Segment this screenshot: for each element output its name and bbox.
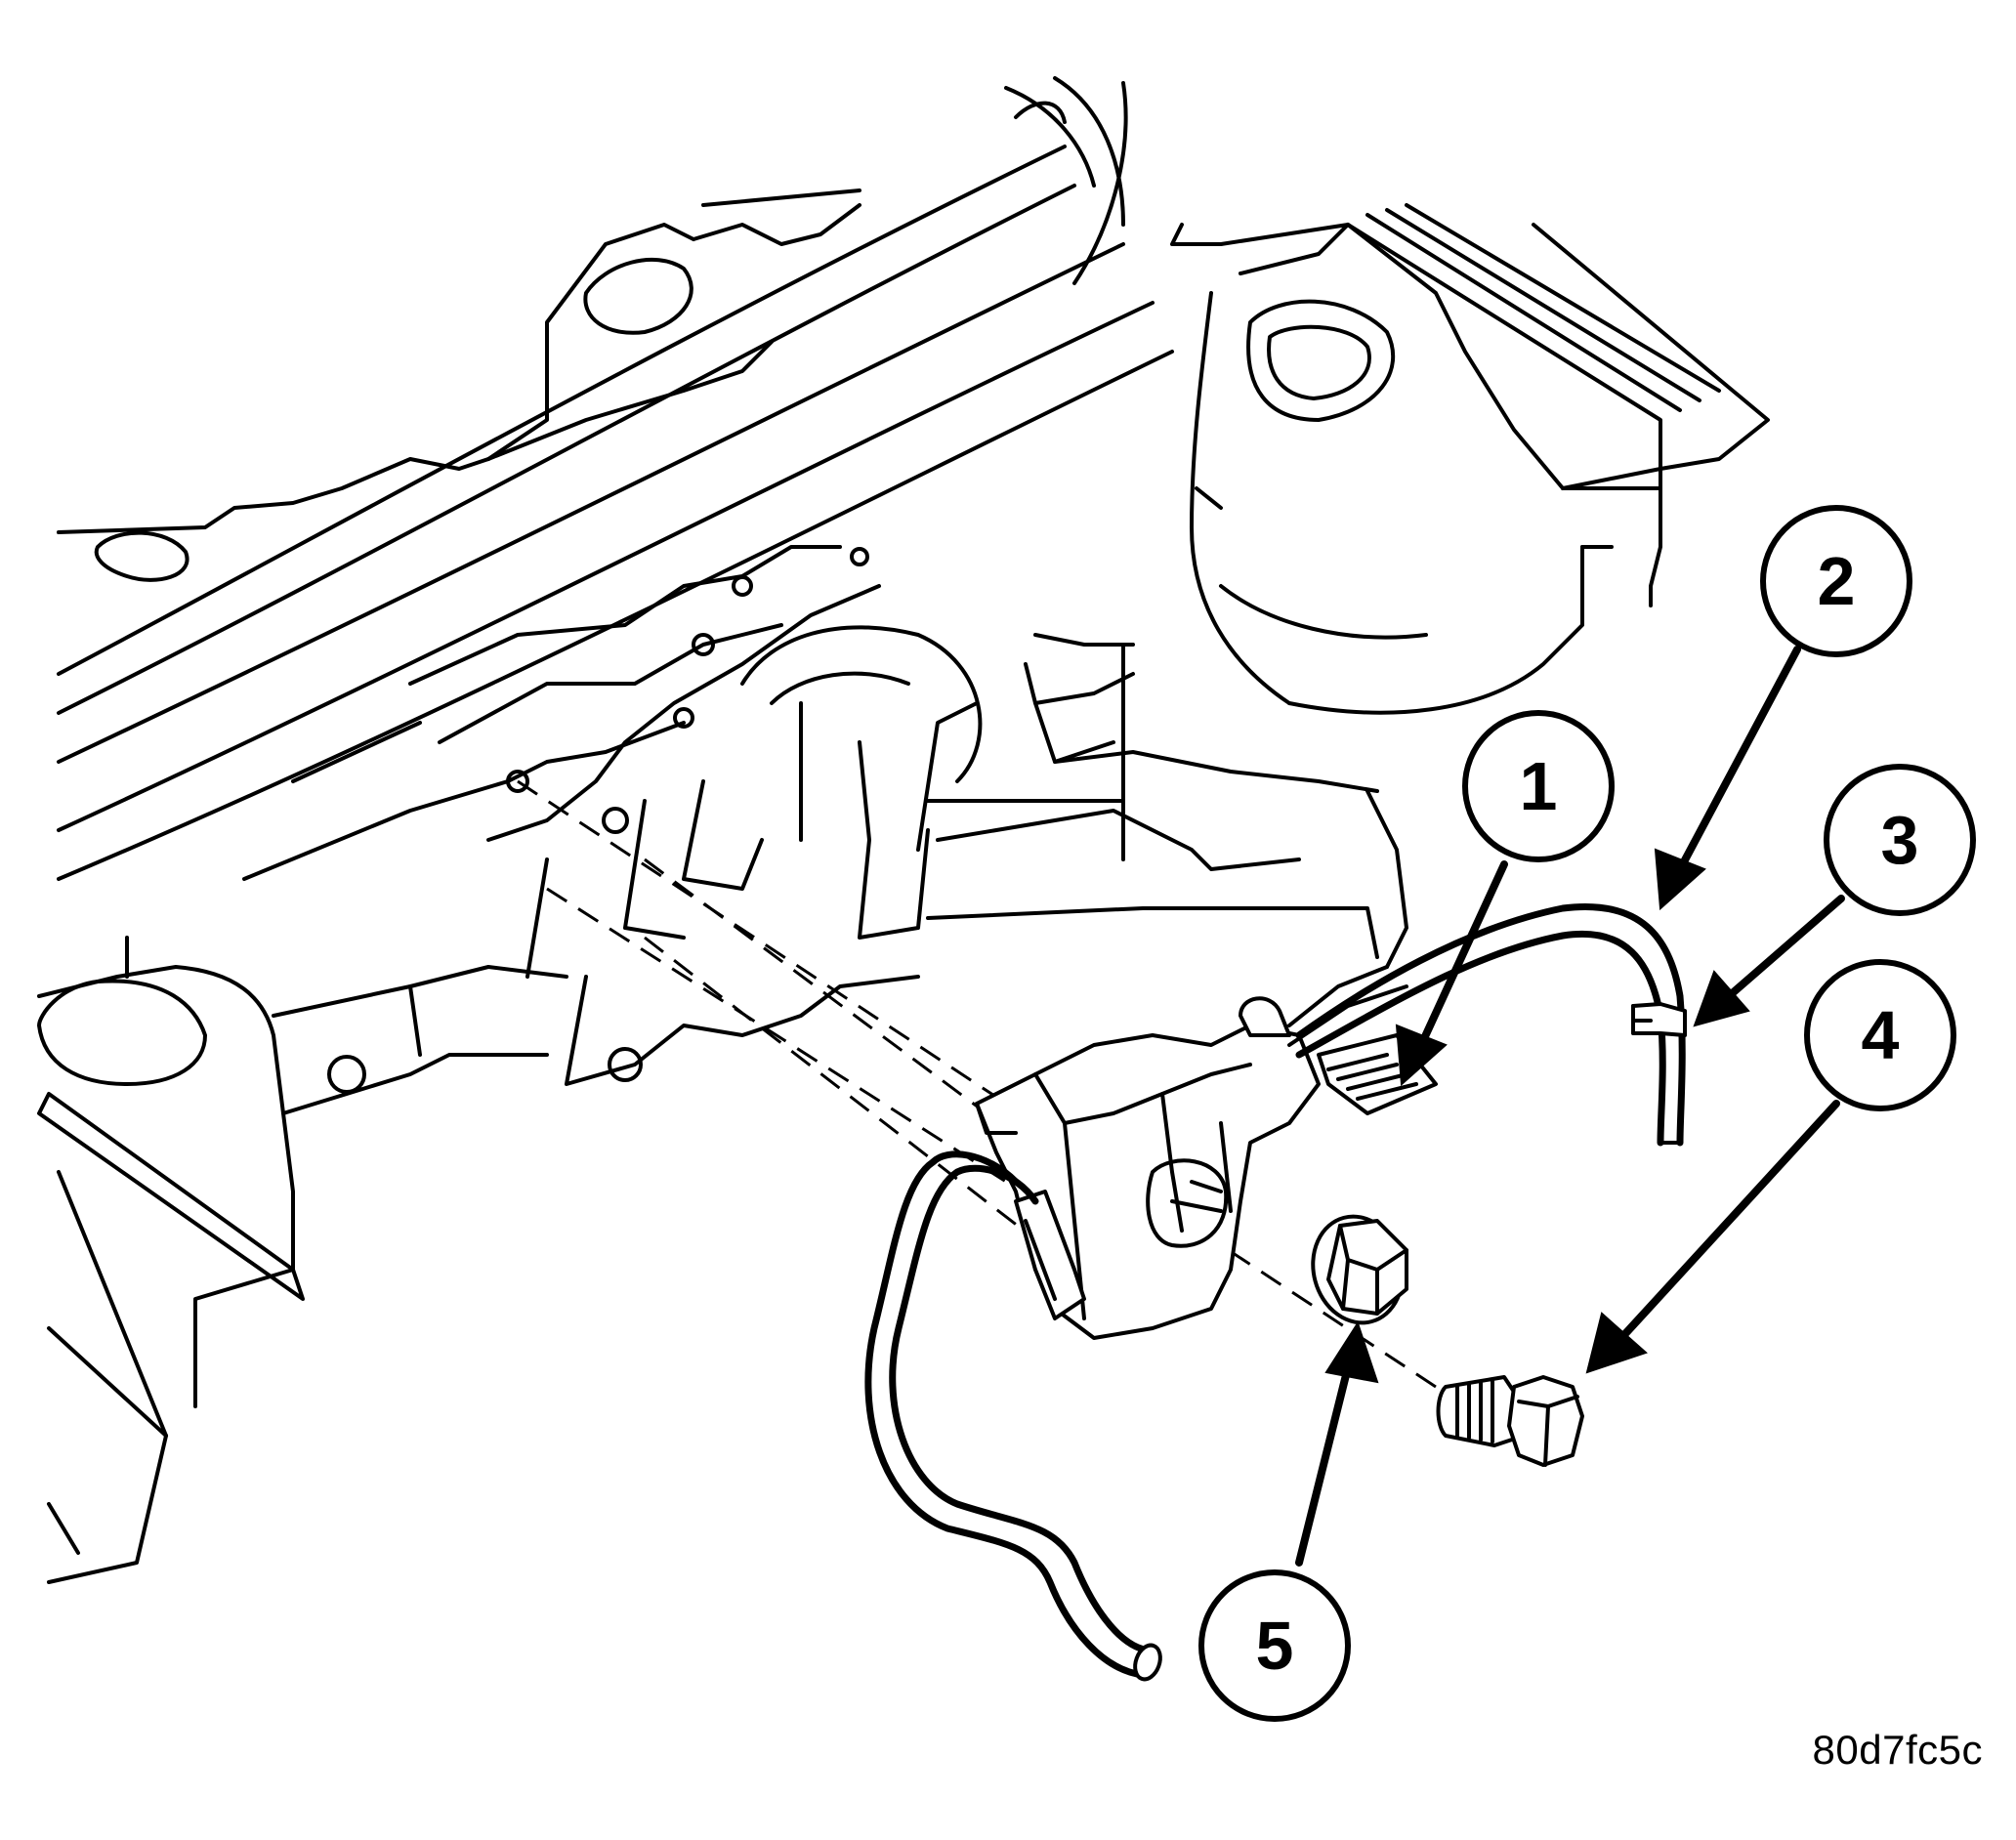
callout-4-number: 4 [1862,997,1900,1073]
callout-2-number: 2 [1818,543,1856,619]
callout-3: 3 [1693,764,1976,1027]
cowl-panel [57,76,1174,881]
callout-2: 2 [1654,505,1912,911]
mounting-bracket-structure [242,545,1408,1094]
callout-1: 1 [1395,710,1615,1087]
hex-nut [1311,1214,1408,1325]
callout-5-number: 5 [1256,1608,1294,1684]
callout-5: 5 [1198,1320,1379,1722]
callout-4: 4 [1585,959,1956,1374]
hose-clip [1631,1002,1687,1037]
alignment-lines [517,779,1437,1389]
hex-bolt [1436,1375,1584,1467]
figure-code: 80d7fc5c [1812,1727,1983,1773]
washer-hose [864,1150,1162,1682]
lower-left-structure [37,936,568,1584]
callout-1-number: 1 [1520,748,1558,824]
routing-hose [1295,903,1686,1147]
strut-tower [1170,203,1770,715]
reservoir-assembly [975,965,1438,1340]
callout-3-number: 3 [1881,802,1919,878]
